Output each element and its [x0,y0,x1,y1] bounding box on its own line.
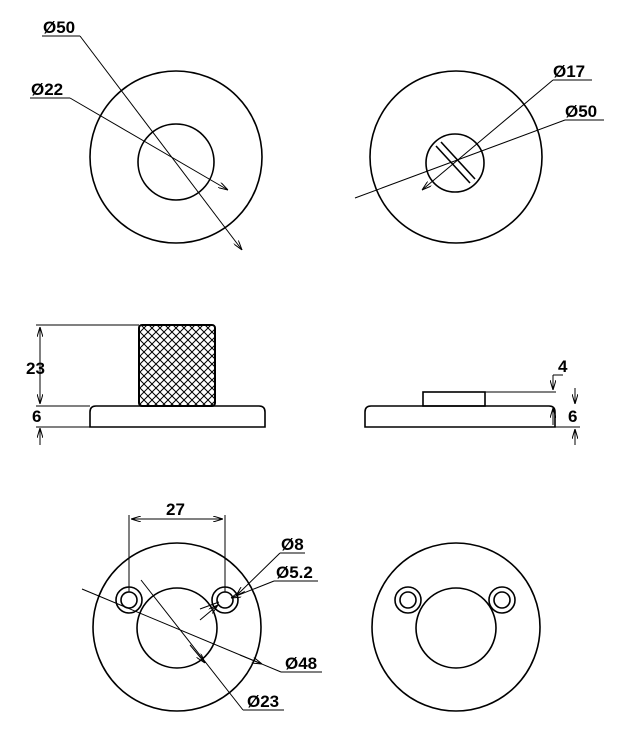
dim-leader-hole [199,605,218,621]
through-hole [399,591,417,609]
inner-circle [415,587,497,669]
dim-leader-counterbore [236,552,281,596]
through-hole [120,591,138,609]
counterbore-hole [488,586,516,614]
base-plate [364,405,556,428]
dim-label-knob-height: 23 [26,359,45,378]
knurled-knob [138,324,216,407]
dim-leader-outer [79,35,242,250]
top-right-view: Ø17 Ø50 [354,62,604,244]
inner-circle [137,123,215,201]
dim-arrow [189,644,205,663]
base-plate [89,405,266,428]
outer-circle [371,542,541,712]
dim-arrow [239,654,262,664]
top-left-view: Ø50 Ø22 [30,18,263,250]
side-left-view: 23 6 [26,324,266,445]
through-hole [493,591,511,609]
dim-leader-hole [199,601,220,610]
dim-leader-outer [354,119,566,199]
outer-circle [89,70,263,244]
slot-line [440,141,476,180]
boss [422,391,486,407]
dim-label-boss-height: 4 [558,357,568,376]
bottom-right-view [371,542,541,712]
dim-leader-slot [422,79,554,190]
through-hole [216,591,234,609]
counterbore-hole [394,586,422,614]
dim-label-outer-dia: Ø50 [565,102,597,121]
dim-label-hole-dia: Ø5.2 [276,563,313,582]
inner-circle [136,587,218,669]
dim-label-hole-spacing: 27 [166,500,185,519]
dim-label-inner-dia: Ø22 [31,80,63,99]
dim-label-outer-dia: Ø50 [43,18,75,37]
dim-leader-inner [140,579,244,711]
dim-label-base-height: 6 [568,407,577,426]
outer-circle [92,542,262,712]
dim-label-outer-dia: Ø48 [285,654,317,673]
side-right-view: 4 6 [364,357,580,445]
dim-label-counterbore-dia: Ø8 [281,535,304,554]
knob-circle [425,133,485,193]
dim-label-slot-dia: Ø17 [553,62,585,81]
bottom-left-view: 27 Ø8 Ø5.2 Ø48 Ø23 [81,500,322,712]
dim-label-base-height: 6 [32,407,41,426]
dim-leader-hole [231,580,275,598]
dim-label-inner-dia: Ø23 [247,692,279,711]
outer-circle [369,70,543,244]
dim-leader-inner [69,97,228,190]
